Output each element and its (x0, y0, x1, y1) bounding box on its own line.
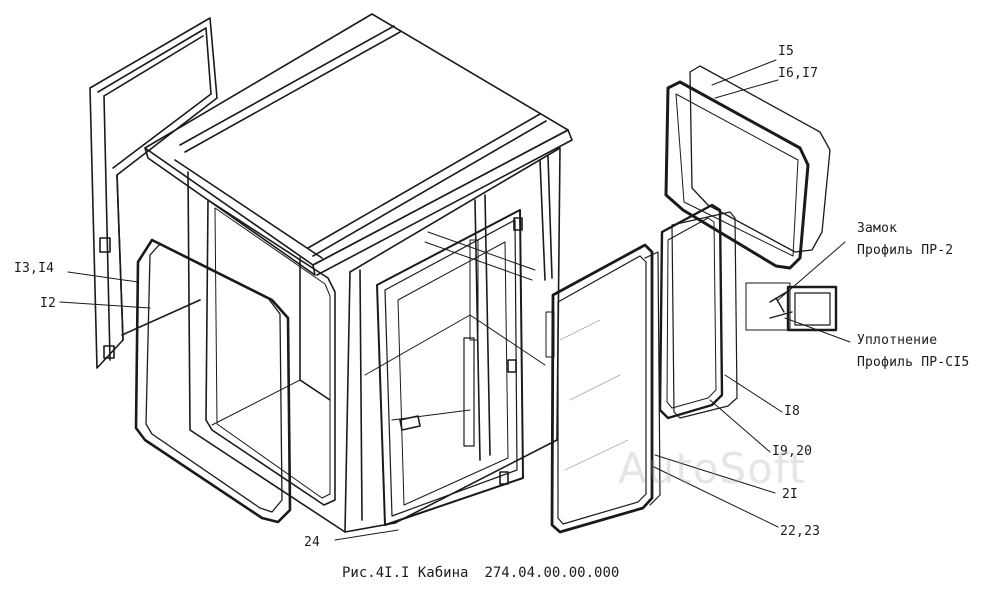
callout-13-14: I3,I4 (14, 261, 55, 276)
callout-16-17: I6,I7 (778, 66, 819, 81)
callout-profile-prc15: Профиль ПР-СI5 (857, 355, 970, 370)
rear-window-glass (664, 65, 831, 270)
caption-number: 274.04.00.00.000 (484, 565, 620, 581)
callout-21: 2I (782, 487, 799, 502)
side-window-glass (658, 203, 738, 420)
callout-profile-pr2: Профиль ПР-2 (857, 243, 954, 258)
left-window-seals (134, 238, 292, 524)
callout-12: I2 (40, 296, 57, 311)
watermark: AutoSoft (618, 444, 807, 493)
callout-seal: Уплотнение (857, 333, 938, 348)
callout-22-23: 22,23 (780, 524, 821, 539)
callout-lock: Замок (857, 221, 898, 236)
callout-19-20: I9,20 (772, 444, 813, 459)
cab-body (144, 13, 573, 533)
profile-section-detail (745, 282, 838, 332)
callout-24: 24 (304, 535, 321, 550)
rear-glass-panel (545, 243, 661, 534)
leader-lines (59, 59, 851, 541)
left-door-frame (89, 17, 218, 369)
callout-18: I8 (784, 404, 801, 419)
caption-figure: Рис.4I.I Кабина (342, 565, 469, 581)
callout-15: I5 (778, 44, 795, 59)
front-door (376, 209, 524, 526)
figure-caption: Рис.4I.I Кабина 274.04.00.00.000 (342, 565, 619, 581)
